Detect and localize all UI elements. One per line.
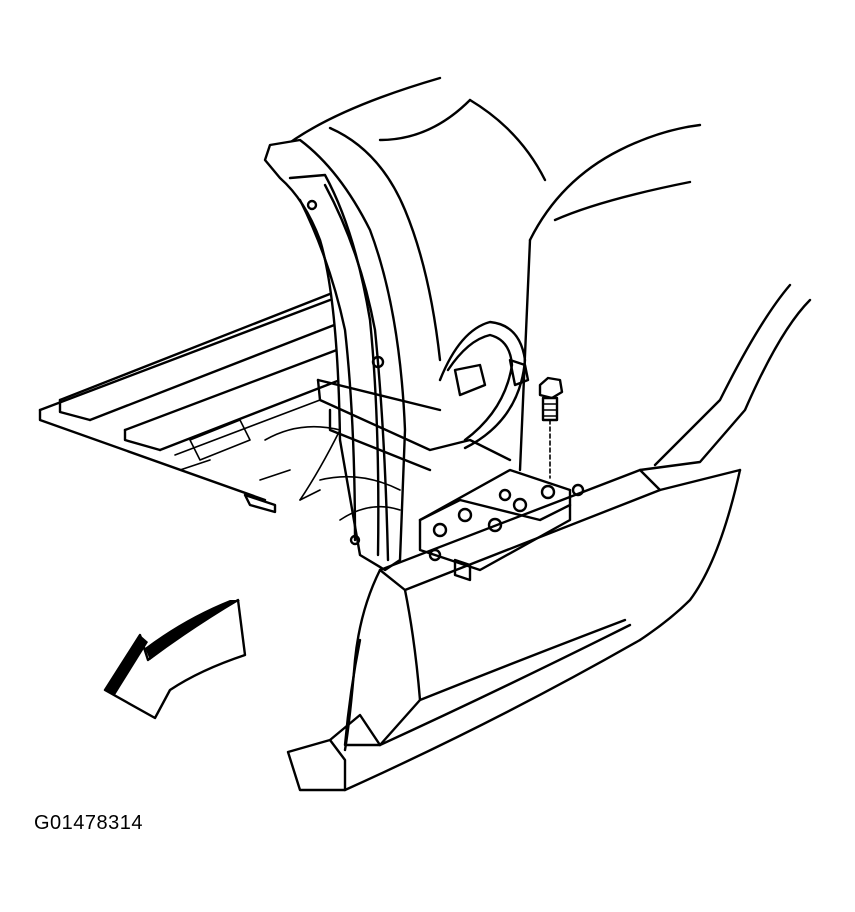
front-arrow-icon	[103, 598, 247, 720]
inner-bracket	[316, 320, 530, 472]
bolt-icon	[538, 376, 564, 479]
mounting-plate	[418, 468, 585, 582]
wheelhouse-arch	[263, 138, 407, 572]
figure-id-label: G01478314	[34, 812, 144, 834]
bed-floor	[38, 288, 362, 514]
quarter-panel	[286, 283, 812, 792]
